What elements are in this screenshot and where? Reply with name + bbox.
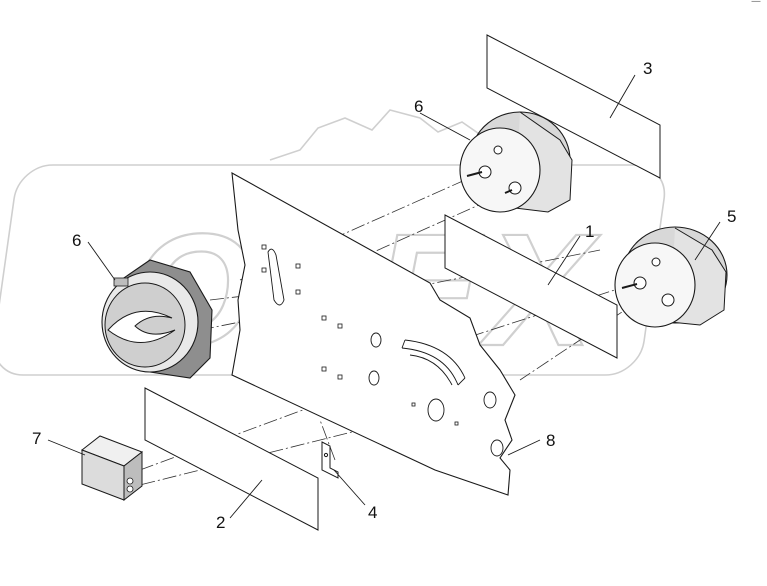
callout-8: 8 [546, 431, 555, 450]
part-5-gauge-rear [614, 226, 728, 328]
part-7-box [80, 435, 144, 502]
callout-1: 1 [585, 222, 594, 241]
part-6-gauge-front-left [101, 259, 213, 379]
part-8-bracket [231, 172, 516, 496]
leader-lines [47, 74, 721, 519]
callout-3: 3 [643, 59, 652, 78]
part-6-gauge-rear-top [459, 111, 573, 213]
callout-4: 4 [368, 503, 377, 522]
part-4-clip [321, 441, 339, 479]
callout-6-top: 6 [414, 97, 423, 116]
callout-2: 2 [216, 513, 225, 532]
part-2-plate [144, 387, 319, 531]
callout-7: 7 [32, 429, 41, 448]
callout-6-left: 6 [72, 231, 81, 250]
callout-5: 5 [727, 207, 736, 226]
callouts: 3 1 5 6 6 7 2 4 8 [32, 59, 736, 532]
part-1-plate [444, 214, 618, 359]
corner-mark: — [751, 0, 761, 7]
part-3-plate [486, 34, 661, 179]
